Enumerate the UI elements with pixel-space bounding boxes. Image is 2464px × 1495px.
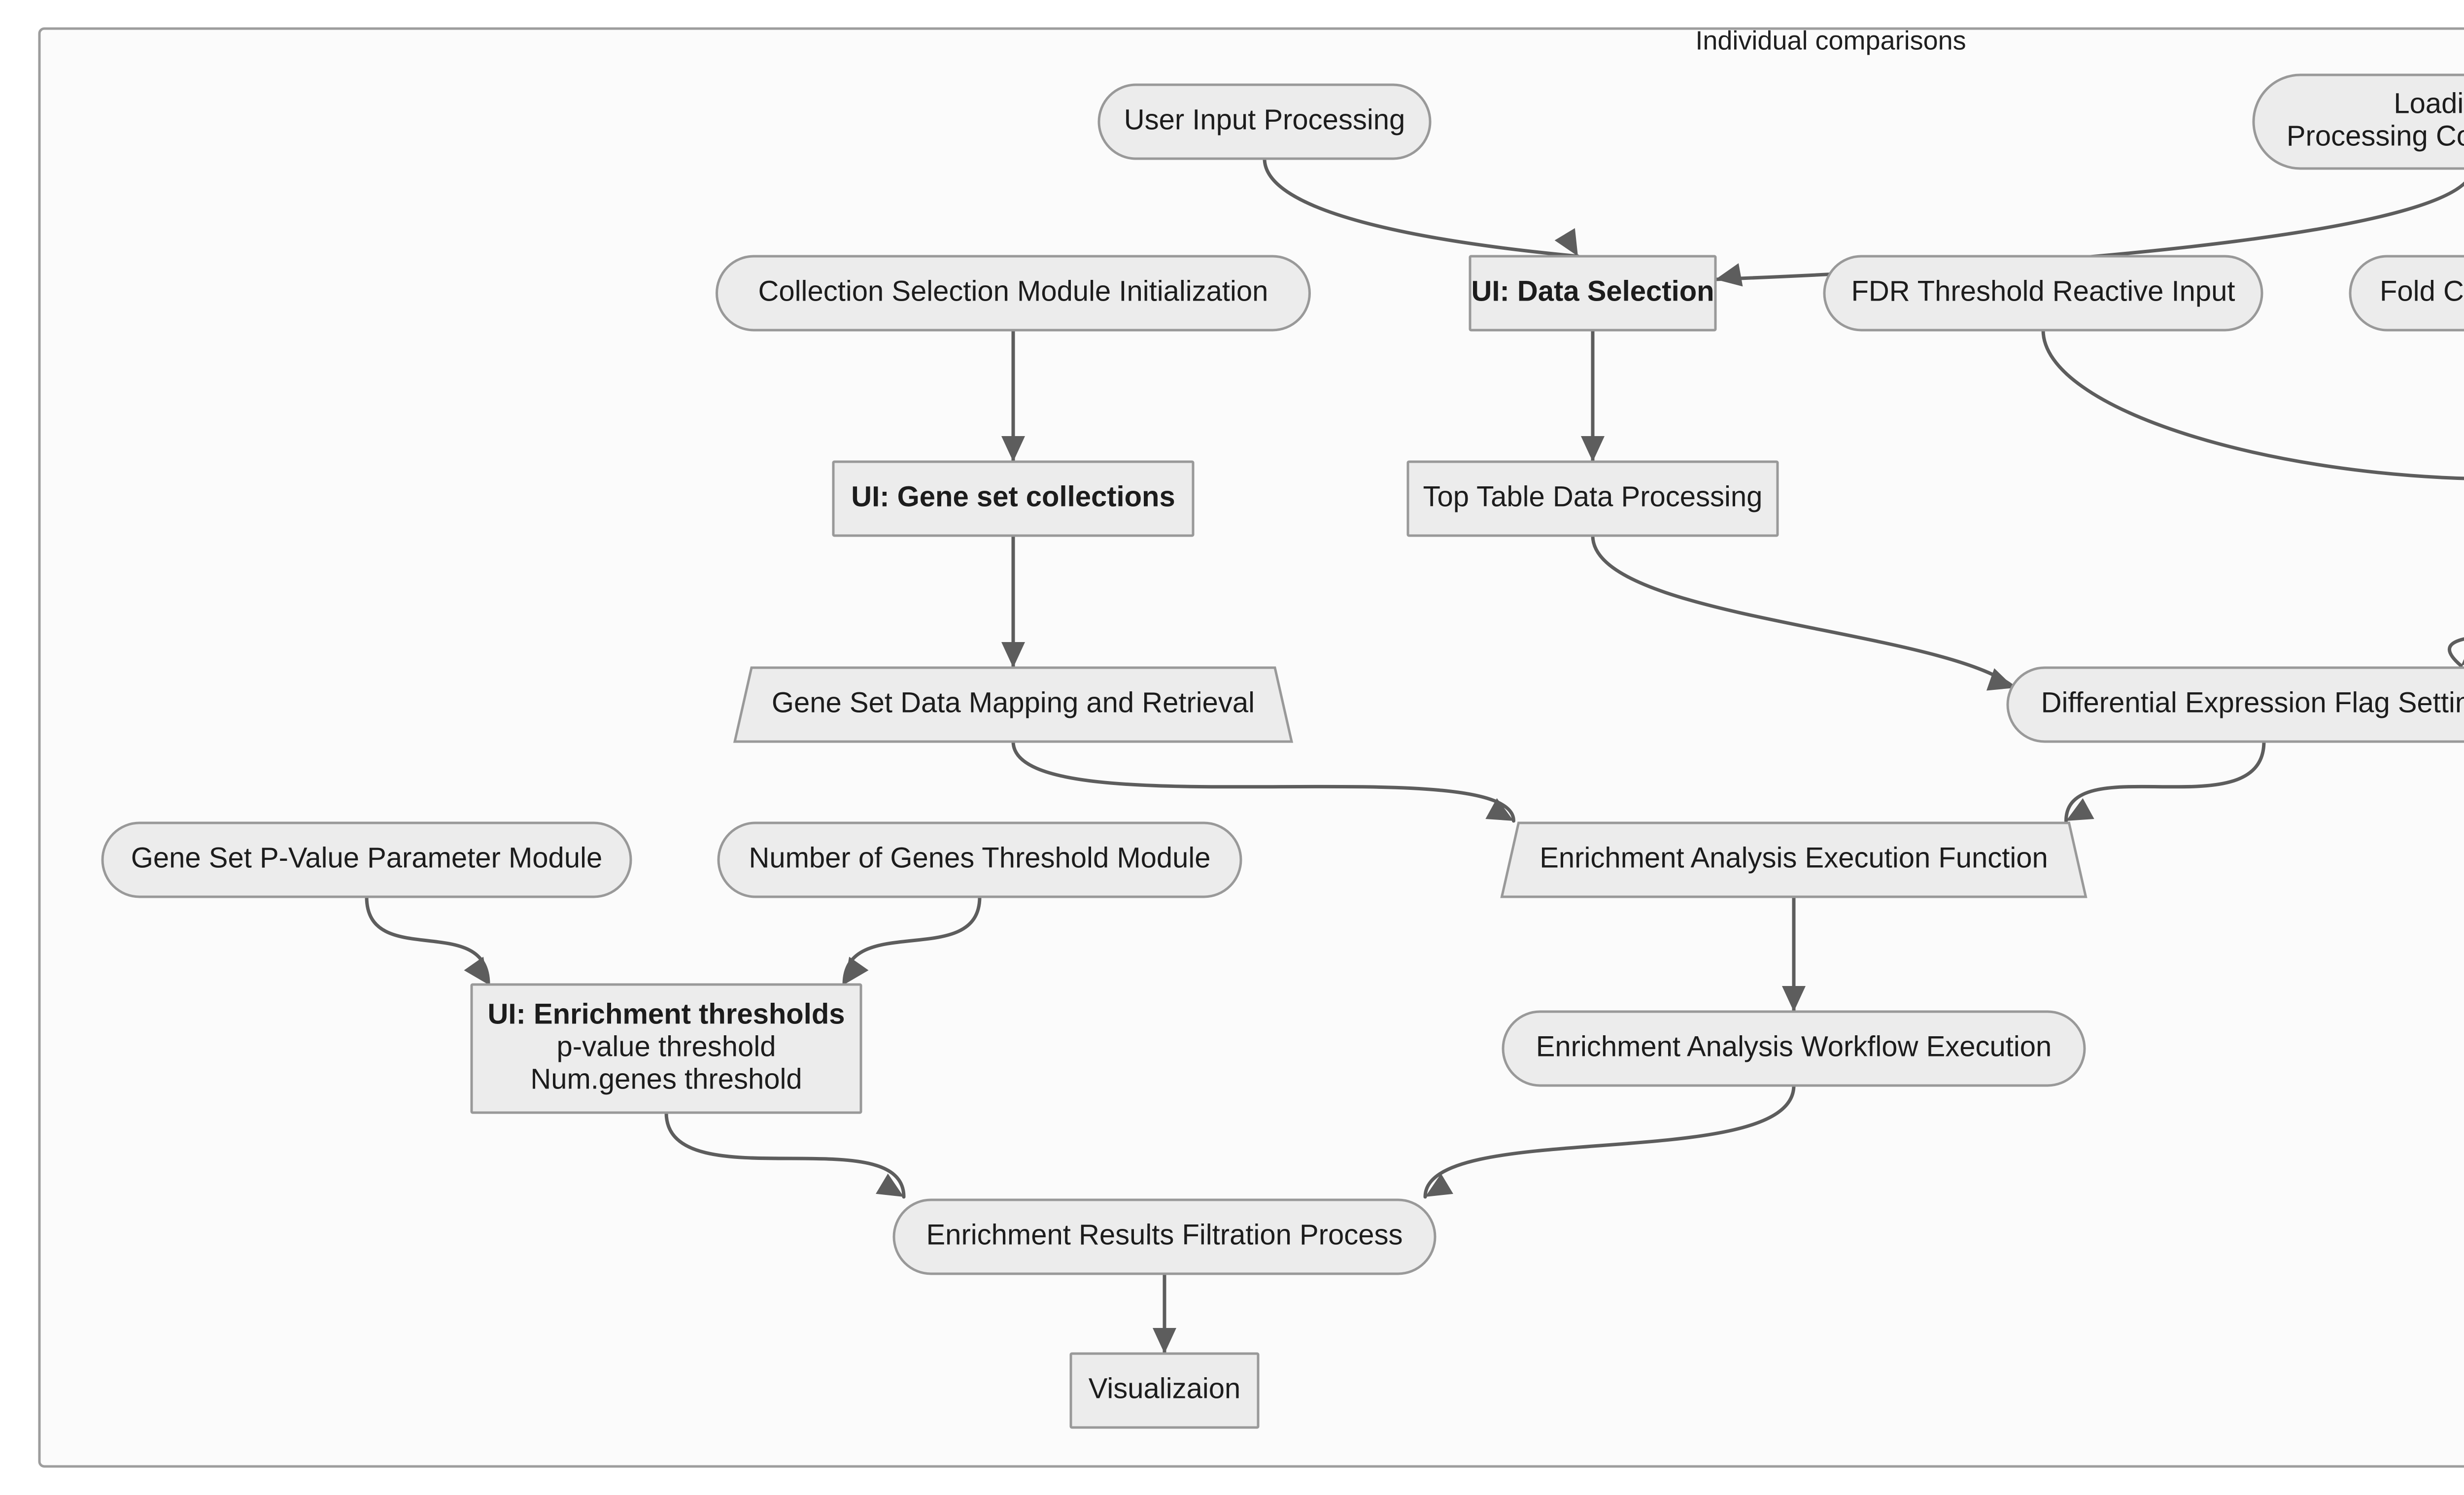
node-topTable[interactable]: Top Table Data Processing (1406, 460, 1779, 537)
edge-geneSetMapping-to-enrichExecFn (1011, 740, 1515, 823)
node-label-fdrInput: FDR Threshold Reactive Input (1851, 275, 2235, 307)
node-numGenesModule[interactable]: Number of Genes Threshold Module (717, 821, 1242, 898)
node-label-enrichFilter: Enrichment Results Filtration Process (926, 1219, 1403, 1251)
node-shape-uiGeneSets (832, 460, 1195, 537)
node-shape-collectionInit (716, 255, 1311, 332)
node-shape-deFlag (2006, 666, 2464, 743)
node-shape-loadingData (2252, 73, 2464, 170)
node-geneSetMapping[interactable]: Gene Set Data Mapping and Retrieval (733, 666, 1294, 743)
node-label-uiEnrichThresh-1: p-value threshold (557, 1030, 776, 1062)
node-fcInput[interactable]: Fold Change Threshold Reactive Input (2349, 255, 2464, 332)
arrowhead-pvalueModule-to-uiEnrichThresh (464, 956, 488, 985)
node-label-fcInput: Fold Change Threshold Reactive Input (2380, 275, 2464, 307)
edge-uiFeatureFilter-to-deFlag (2448, 637, 2464, 668)
nodes-layer: User Input Processing Loading andProcessi… (101, 73, 2464, 1429)
node-shape-geneSetMapping (733, 666, 1294, 743)
node-shape-userInput (1097, 83, 1432, 160)
arrowhead-geneSetMapping-to-enrichExecFn (1485, 798, 1514, 821)
arrowhead-loadingData-to-uiDataSelection (1715, 263, 1743, 287)
edge-enrichWorkflow-to-enrichFilter (1423, 1084, 1796, 1199)
arrowhead-topTable-to-deFlag (1986, 668, 2015, 691)
node-label-geneSetMapping: Gene Set Data Mapping and Retrieval (772, 686, 1255, 718)
node-shape-enrichWorkflow (1502, 1010, 2086, 1087)
node-shape-fcInput (2349, 255, 2464, 332)
node-label-pvalueModule: Gene Set P-Value Parameter Module (131, 842, 602, 874)
node-collectionInit[interactable]: Collection Selection Module Initializati… (716, 255, 1311, 332)
arrowhead-enrichExecFn-to-enrichWorkflow (1782, 986, 1806, 1012)
node-userInput[interactable]: User Input Processing (1097, 83, 1432, 160)
node-shape-visualization (1069, 1352, 1260, 1429)
node-label-collectionInit: Collection Selection Module Initializati… (758, 275, 1268, 307)
arrowhead-enrichWorkflow-to-enrichFilter (1425, 1173, 1453, 1197)
node-label-numGenesModule: Number of Genes Threshold Module (749, 842, 1210, 874)
node-shape-enrichExecFn (1500, 821, 2088, 898)
arrowhead-uiGeneSets-to-geneSetMapping (1001, 642, 1025, 668)
node-pvalueModule[interactable]: Gene Set P-Value Parameter Module (101, 821, 632, 898)
arrowhead-uiDataSelection-to-topTable (1581, 436, 1605, 462)
node-uiDataSelection[interactable]: UI: Data Selection (1469, 255, 1717, 332)
node-shape-pvalueModule (101, 821, 632, 898)
node-enrichExecFn[interactable]: Enrichment Analysis Execution Function (1500, 821, 2088, 898)
node-shape-fdrInput (1823, 255, 2263, 332)
node-label-uiGeneSets: UI: Gene set collections (851, 480, 1175, 512)
arrowhead-uiFeatureFilter-to-deFlag (2461, 659, 2464, 666)
node-deFlag[interactable]: Differential Expression Flag Setting (2006, 666, 2464, 743)
node-label-uiEnrichThresh: UI: Enrichment thresholds (487, 998, 845, 1030)
edge-topTable-to-deFlag (1591, 534, 2017, 690)
edge-fdrInput-to-uiFeatureFilter (2041, 328, 2464, 480)
node-shape-uiDataSelection (1469, 255, 1717, 332)
arrowhead-userInput-to-uiDataSelection (1554, 228, 1578, 256)
node-label-userInput: User Input Processing (1124, 103, 1405, 136)
node-fdrInput[interactable]: FDR Threshold Reactive Input (1823, 255, 2263, 332)
edge-deFlag-to-enrichExecFn (2064, 740, 2266, 823)
node-label-deFlag: Differential Expression Flag Setting (2041, 686, 2464, 718)
node-label-loadingData-1: Processing Comparison Data (2287, 120, 2464, 152)
arrowhead-numGenesModule-to-uiEnrichThresh (844, 956, 869, 985)
node-enrichWorkflow[interactable]: Enrichment Analysis Workflow Execution (1502, 1010, 2086, 1087)
node-label-uiDataSelection: UI: Data Selection (1471, 275, 1714, 307)
node-shape-uiEnrichThresh (470, 983, 862, 1114)
node-visualization[interactable]: Visualizaion (1069, 1352, 1260, 1429)
node-label-enrichWorkflow: Enrichment Analysis Workflow Execution (1536, 1030, 2052, 1062)
edge-userInput-to-uiDataSelection (1263, 157, 1580, 258)
node-label-uiEnrichThresh-2: Num.genes threshold (530, 1063, 802, 1095)
cluster-title: Individual comparisons (1695, 26, 1966, 55)
node-label-topTable: Top Table Data Processing (1423, 480, 1763, 512)
node-shape-enrichFilter (892, 1198, 1437, 1275)
node-label-visualization: Visualizaion (1089, 1372, 1240, 1404)
arrowhead-collectionInit-to-uiGeneSets (1001, 436, 1025, 462)
arrowhead-enrichFilter-to-visualization (1153, 1328, 1176, 1354)
node-shape-topTable (1406, 460, 1779, 537)
edge-uiEnrichThresh-to-enrichFilter (664, 1111, 906, 1199)
node-label-loadingData: Loading and (2394, 87, 2464, 119)
arrowhead-deFlag-to-enrichExecFn (2066, 798, 2094, 821)
node-label-enrichExecFn: Enrichment Analysis Execution Function (1540, 842, 2048, 874)
arrowhead-uiEnrichThresh-to-enrichFilter (876, 1173, 904, 1197)
node-shape-numGenesModule (717, 821, 1242, 898)
node-loadingData[interactable]: Loading andProcessing Comparison Data (2252, 73, 2464, 170)
node-uiGeneSets[interactable]: UI: Gene set collections (832, 460, 1195, 537)
node-enrichFilter[interactable]: Enrichment Results Filtration Process (892, 1198, 1437, 1275)
